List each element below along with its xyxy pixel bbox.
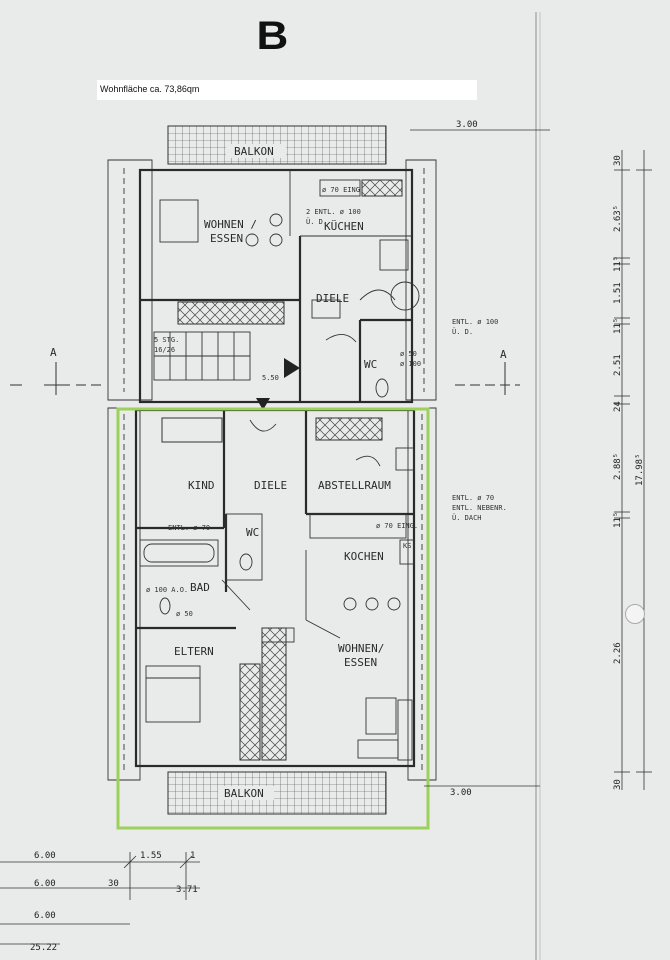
upper-living-label: WOHNEN /	[204, 218, 257, 231]
upper-vent-label-4: Ü. D.	[306, 217, 327, 226]
dim-v1: 30	[613, 155, 623, 166]
highlight-frame	[116, 407, 430, 830]
lower-living-label-2: ESSEN	[344, 656, 377, 669]
lower-exhaust-label: ø 70 EING.	[376, 522, 418, 530]
upper-vent-label-5: ø 50	[400, 350, 417, 358]
upper-vent-label: ENTL. ø 100	[452, 318, 498, 326]
section-markers: A A	[10, 346, 520, 395]
lower-storage-shelf	[315, 417, 383, 441]
upper-sofa	[159, 199, 199, 243]
lower-balcony-label: BALKON	[224, 787, 264, 800]
page-marker: B	[256, 14, 289, 58]
upper-balcony-label: BALKON	[234, 145, 274, 158]
lower-hall-label: DIELE	[254, 479, 287, 492]
upper-unit: BALKON	[107, 125, 498, 410]
dim-v4: 1.51	[613, 282, 623, 304]
dim-v11: 30	[613, 779, 623, 790]
entrance-arrow-icon	[284, 358, 300, 378]
upper-outer-wall	[138, 168, 414, 404]
lower-child-label: KIND	[188, 479, 215, 492]
upper-kitchen-label: KÜCHEN	[324, 220, 364, 233]
lower-vent-label-3: ENTL. ø 70	[168, 524, 210, 532]
section-marker-right: A	[500, 348, 507, 361]
upper-vent-label-3: 2 ENTL. ø 100	[306, 208, 361, 216]
lower-vent-label: ø 100 A.O.	[146, 586, 188, 594]
lower-bed	[145, 665, 201, 723]
upper-slope-left	[107, 159, 153, 401]
dim-b4: 6.00	[34, 879, 56, 889]
upper-living-label-2: ESSEN	[210, 232, 243, 245]
lower-vent-label-2: ø 50	[176, 610, 193, 618]
lower-bathtub	[139, 539, 219, 567]
dimension-lines-right: 3.00 3.00 30 2.63⁵ 11⁵ 1.51 11⁵ 2.51 24 …	[410, 120, 652, 798]
dim-v6: 2.51	[613, 354, 623, 376]
lower-fridge-label: KS	[403, 542, 411, 550]
upper-level-label: 5.50	[262, 374, 279, 382]
lower-balcony	[167, 771, 387, 815]
dim-v8: 2.88⁵	[613, 453, 623, 480]
upper-exhaust-label: ø 70 EING.	[322, 186, 364, 194]
upper-stairs	[153, 331, 251, 381]
dimension-lines-bottom: 6.00 1.55 1 6.00 30 3.71 6.00 25.22	[0, 851, 200, 953]
upper-hall-label: DIELE	[316, 292, 349, 305]
dim-b8: 25.22	[30, 943, 57, 953]
dim-v7: 24	[613, 401, 623, 412]
lower-vent-note-2: ENTL. NEBENR.	[452, 504, 507, 512]
punch-hole	[625, 604, 645, 624]
upper-wardrobe	[177, 301, 285, 325]
dim-v3: 11⁵	[613, 256, 623, 272]
dim-b3: 1	[190, 851, 195, 861]
upper-wc-label: WC	[364, 358, 377, 371]
lower-vent-note: ENTL. ø 70	[452, 494, 494, 502]
dim-b5: 30	[108, 879, 119, 889]
entrance-arrow-icon	[256, 398, 270, 410]
dim-bottom-right: 3.00	[450, 788, 472, 798]
living-area-label: Wohnfläche ca. 73,86qm	[97, 80, 477, 100]
lower-kitchen-label: KOCHEN	[344, 550, 384, 563]
upper-shower	[390, 281, 420, 311]
lower-vent-note-3: Ü. DACH	[452, 513, 482, 522]
section-marker-left: A	[50, 346, 57, 359]
dim-b6: 3.71	[176, 885, 198, 895]
dim-top-right: 3.00	[456, 120, 478, 130]
lower-storage-label: ABSTELLRAUM	[318, 479, 391, 492]
upper-stairs-label: 5 STG.	[154, 336, 179, 344]
dim-v10: 2.26	[613, 642, 623, 664]
upper-vent-label-2: Ü. D.	[452, 327, 473, 336]
lower-unit: KIND DIELE ABSTELLRAUM WC KOCHEN BAD ELT…	[107, 407, 507, 815]
dim-v-total: 17.98⁵	[635, 453, 645, 486]
upper-stairs-ratio: 16/26	[154, 346, 175, 354]
upper-vent-label-6: ø 100	[400, 360, 421, 368]
dim-b2: 1.55	[140, 851, 162, 861]
dim-b1: 6.00	[34, 851, 56, 861]
lower-living-label: WOHNEN/	[338, 642, 384, 655]
dim-v2: 2.63⁵	[613, 205, 623, 232]
dim-v5: 11⁵	[613, 318, 623, 334]
lower-parents-label: ELTERN	[174, 645, 214, 658]
lower-wardrobe	[239, 663, 261, 761]
lower-wc-label: WC	[246, 526, 259, 539]
lower-bath-label: BAD	[190, 581, 210, 594]
dim-b7: 6.00	[34, 911, 56, 921]
dim-v9: 11⁵	[613, 512, 623, 528]
